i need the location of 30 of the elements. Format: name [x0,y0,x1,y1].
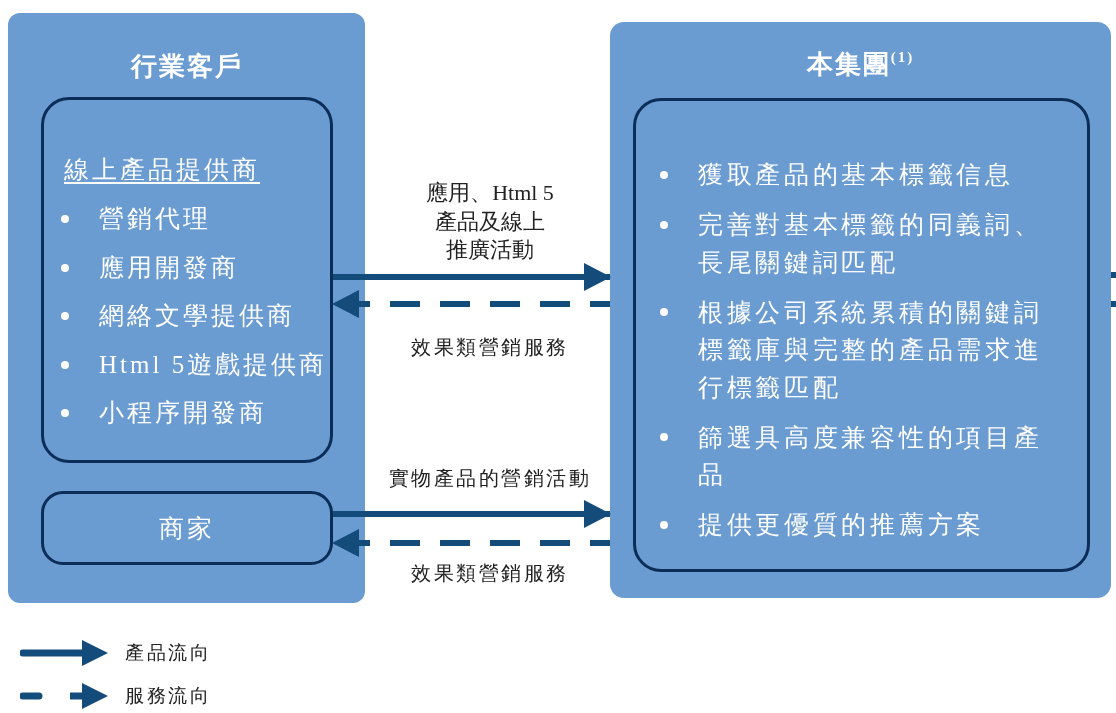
legend-label: 服務流向 [125,684,211,708]
list-item: 篩選具高度兼容性的項目產品 [698,422,1044,490]
edge-label: 效果類營銷服務 [411,335,569,360]
list-item: 根據公司系統累積的關鍵詞標籤庫與完整的產品需求進行標籤匹配 [698,297,1044,403]
dashed-line [1111,301,1116,307]
edge-label: 效果類營銷服務 [411,561,569,586]
edge-label: 實物產品的營銷活動 [388,466,592,491]
dashed-arrow [332,529,610,557]
list-item: Html 5遊戲提供商 [99,349,328,380]
list-heading: 線上產品提供商 [64,155,260,185]
list-box [633,98,1090,572]
panel [610,22,1111,598]
list-item: 網絡文學提供商 [99,301,295,331]
legend-label: 產品流向 [125,641,211,665]
arrow [333,500,611,528]
list-item: 營銷代理 [99,204,211,234]
list-item: 小程序開發商 [99,398,267,428]
edge-label: 應用、Html 5產品及線上推廣活動 [425,179,555,264]
dashed-arrow [332,290,610,318]
list-box [41,97,333,463]
arrow [333,263,611,291]
panel [8,13,365,603]
list-item: 提供更優質的推薦方案 [698,510,985,540]
line [1111,272,1116,278]
rounded-box: 商家 [41,491,333,565]
panel-title: 本集團$^{(1)}$ [806,49,915,81]
panel-title: 行業客戶 [130,51,243,83]
list-item: 完善對基本標籤的同義詞、長尾關鍵詞匹配 [698,210,1044,278]
list-item: 獲取產品的基本標籤信息 [698,160,1014,190]
list-item: 應用開發商 [99,252,239,283]
